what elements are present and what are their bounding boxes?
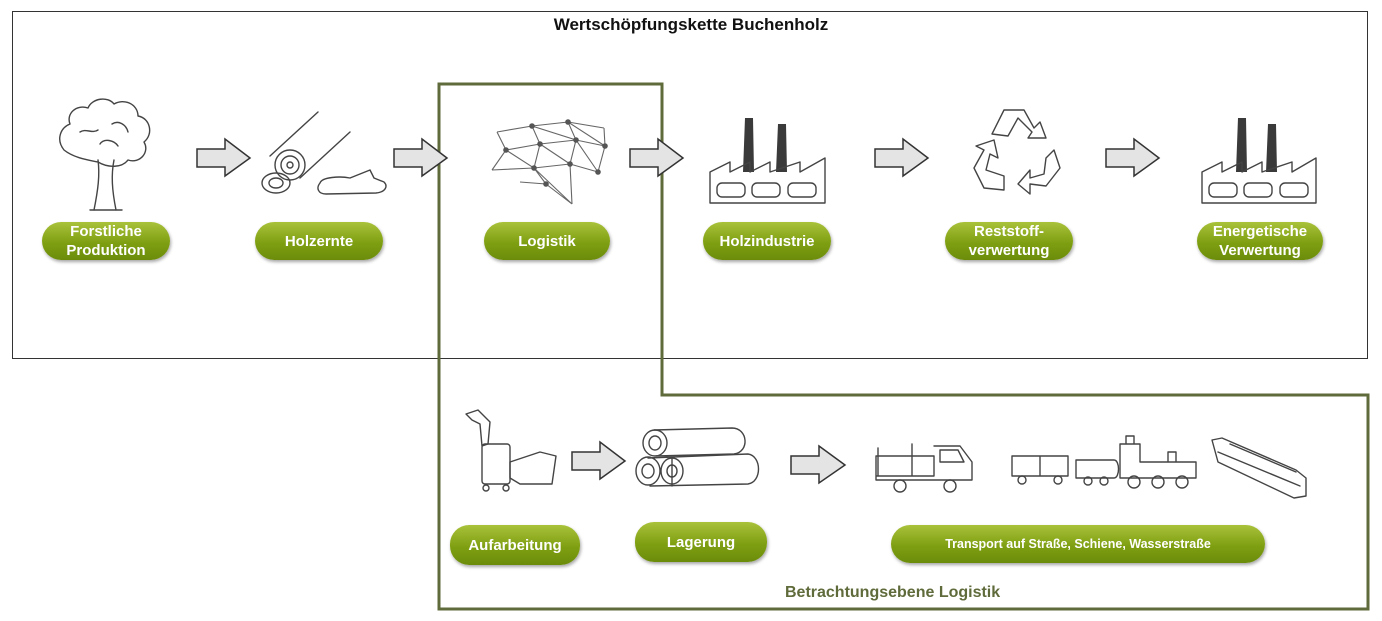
step-holzindustrie: Holzindustrie [703,222,831,260]
log-and-chainsaw-icon [261,111,387,195]
step-lagerung: Lagerung [635,522,767,562]
network-nodes-icon [503,119,608,187]
step-logistik: Logistik [484,222,610,260]
step-reststoffverwertung: Reststoff-verwertung [945,222,1073,260]
value-chain-frame [12,11,1368,359]
diagram-title: Wertschöpfungskette Buchenholz [553,15,829,34]
arrow-icon [196,137,1161,178]
wood-chipper-icon [465,409,557,492]
tree-icon [59,98,151,211]
logistics-scope-outline [437,82,1370,611]
step-aufarbeitung: Aufarbeitung [450,525,580,565]
truck-train-ship-icon [875,435,1307,499]
step-transport: Transport auf Straße, Schiene, Wasserstr… [891,525,1265,563]
recycling-icon [973,109,1061,195]
factory-icon [1201,118,1317,204]
network-icon [491,121,606,205]
scope-label: Betrachtungsebene Logistik [785,584,1001,601]
step-holzernte: Holzernte [255,222,383,260]
factory-icon [709,118,826,204]
step-forstliche-produktion: Forstliche Produktion [42,222,170,260]
arrow-icon [571,440,847,485]
log-pile-icon [635,427,760,487]
step-energetische-verwertung: Energetische Verwertung [1197,222,1323,260]
